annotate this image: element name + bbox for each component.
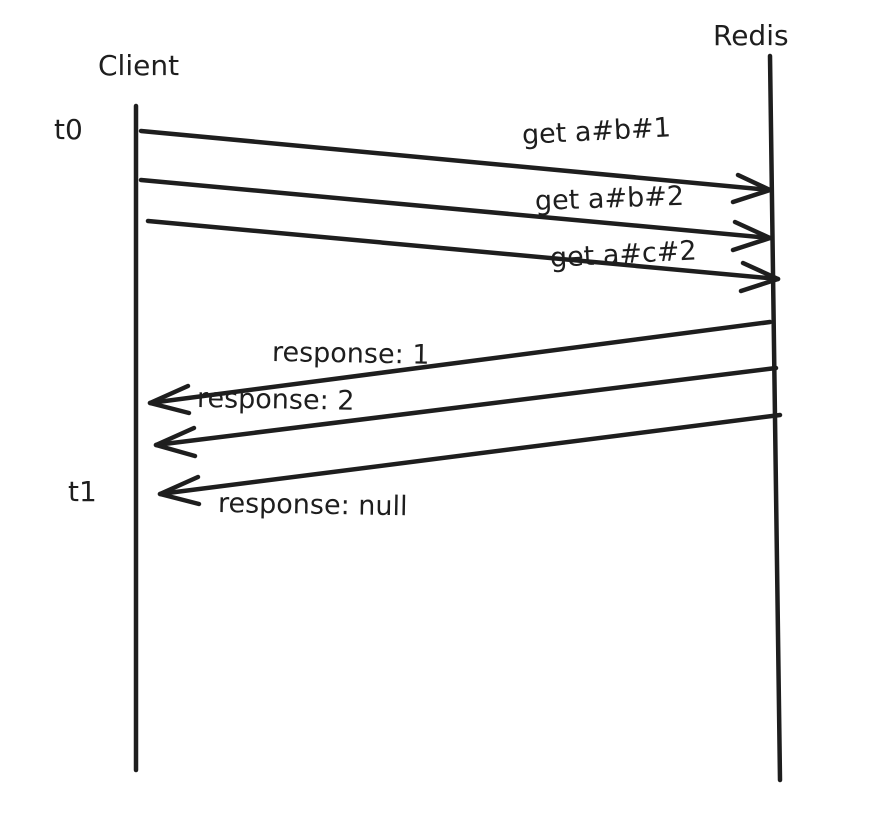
request-arrow-3-head	[738, 260, 781, 294]
response-arrow-3	[157, 412, 783, 497]
request-arrow-2	[138, 177, 773, 241]
response-label-3: response: null	[217, 488, 408, 523]
request-arrow-3	[145, 218, 781, 282]
response-arrow-3-head	[157, 474, 202, 507]
response-arrow-2-head	[153, 425, 198, 459]
response-label-1: response: 1	[271, 337, 430, 371]
response-arrow-2	[153, 365, 779, 448]
request-arrow-1-head	[730, 172, 773, 205]
request-label-2: get a#b#2	[534, 180, 685, 217]
client-participant-label: Client	[98, 49, 180, 82]
request-arrow-2-head	[730, 219, 773, 253]
request-label-1: get a#b#1	[521, 112, 672, 151]
response-label-2: response: 2	[196, 383, 355, 417]
time-mark-end: t1	[68, 475, 97, 508]
request-label-3: get a#c#2	[549, 235, 698, 274]
response-arrow-1	[147, 319, 773, 406]
time-mark-start: t0	[54, 113, 83, 146]
request-arrow-1	[138, 128, 773, 193]
redis-participant-label: Redis	[713, 19, 789, 52]
response-arrow-1-head	[147, 383, 192, 416]
redis-lifeline	[767, 53, 783, 783]
